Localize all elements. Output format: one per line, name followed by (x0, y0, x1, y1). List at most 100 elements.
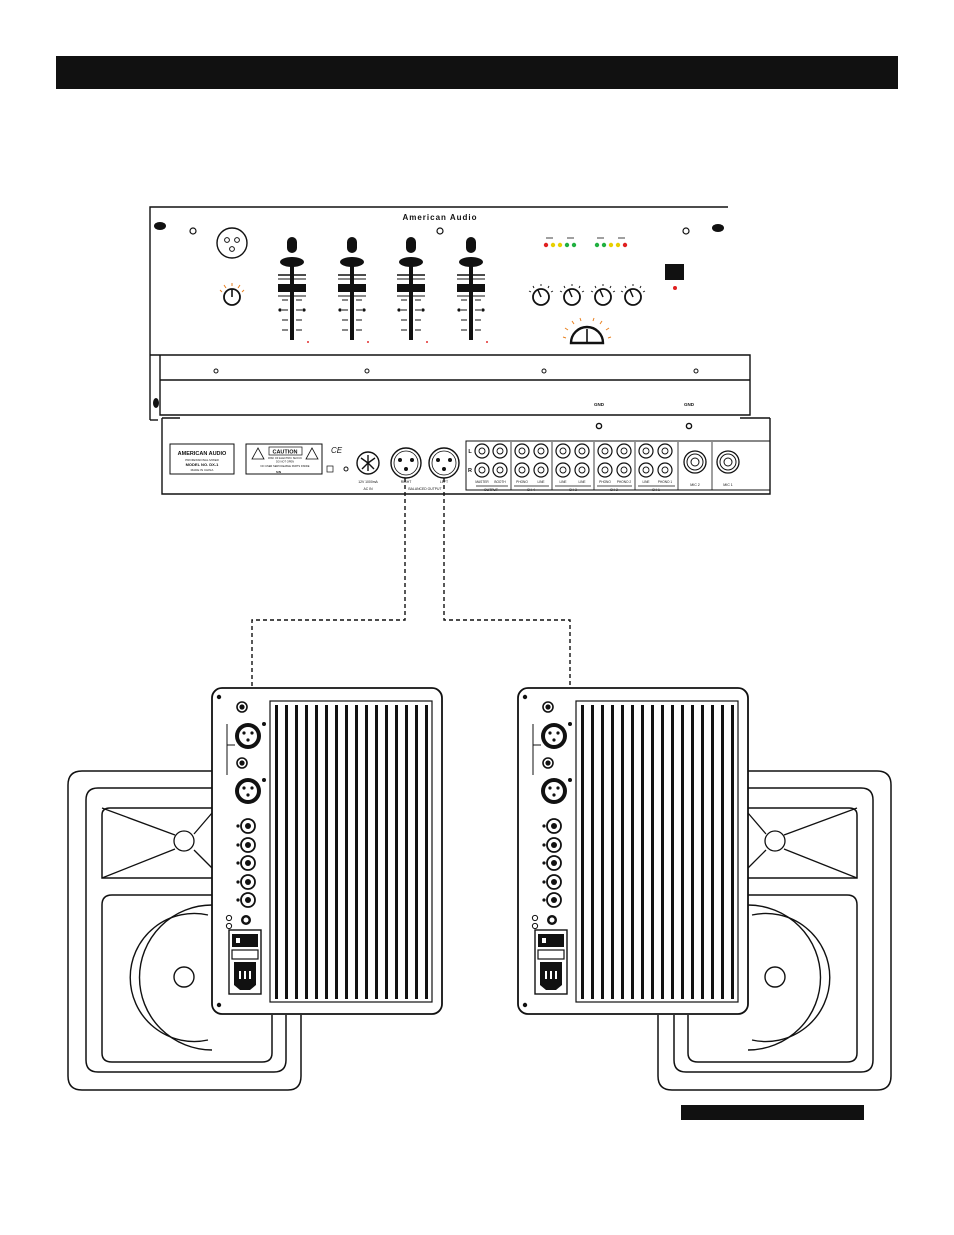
rca-jack[interactable] (574, 443, 590, 459)
caution-line2: DO NOT OPEN (276, 460, 294, 464)
rca-jack[interactable] (533, 443, 549, 459)
mixer-top-panel (149, 206, 751, 421)
rca-jack[interactable] (492, 462, 508, 478)
link-level-knob[interactable] (236, 757, 248, 769)
speaker-power-switch[interactable] (232, 934, 258, 947)
channel-fader-1[interactable] (278, 237, 309, 343)
top-mic-jack[interactable] (216, 227, 248, 259)
level-meter-left (543, 237, 577, 248)
xlr-input-jack[interactable] (235, 723, 261, 749)
rca-jack[interactable] (638, 462, 654, 478)
ac-in-label: AC IN (363, 487, 373, 491)
mic-jack-1[interactable] (716, 450, 740, 474)
rca-jack[interactable] (514, 443, 530, 459)
channel-faders (278, 237, 488, 343)
control-knob[interactable] (546, 855, 562, 871)
rca-jack[interactable] (474, 443, 490, 459)
control-knob[interactable] (546, 837, 562, 853)
rca-jack[interactable] (574, 462, 590, 478)
control-knob[interactable] (546, 874, 562, 890)
rca-label: MASTER (475, 480, 489, 484)
rca-group-labels: OUTPUT CH-4 CH-3 CH-2 CH-1 (484, 488, 660, 492)
channel-fader-3[interactable] (397, 237, 428, 343)
fuse-holder[interactable] (547, 915, 557, 925)
speaker-right (517, 687, 892, 1091)
model-label-made: MADE IN CHINA (191, 468, 214, 472)
fuse-holder[interactable] (241, 915, 251, 925)
control-knobs (542, 818, 562, 908)
channel-fader-4[interactable] (457, 237, 488, 343)
control-knob[interactable] (546, 892, 562, 908)
gnd-terminal-2[interactable] (685, 422, 693, 430)
control-knob[interactable] (240, 892, 256, 908)
link-level-knob[interactable] (542, 757, 554, 769)
channel-fader-2[interactable] (338, 237, 369, 343)
ce-mark: CE (331, 446, 343, 455)
rca-jack[interactable] (533, 462, 549, 478)
control-knob[interactable] (240, 818, 256, 834)
rca-jack[interactable] (474, 462, 490, 478)
status-led (225, 914, 233, 922)
mic-jack-2[interactable] (683, 450, 707, 474)
xlr-output-left[interactable] (428, 447, 460, 479)
warning-triangle-icon (251, 447, 265, 460)
speaker-screw (522, 694, 528, 700)
rca-jack[interactable] (492, 443, 508, 459)
level-meter-right (594, 237, 628, 248)
woofer (747, 904, 831, 1051)
eq-knob-1[interactable] (528, 284, 554, 306)
caution-label: CAUTION RISK OF ELECTRIC SHOCK DO NOT OP… (245, 443, 323, 475)
rca-group-dividers (476, 442, 713, 490)
mic-gain-knob[interactable] (219, 283, 245, 306)
speaker-screw (522, 1002, 528, 1008)
rca-jack[interactable] (657, 443, 673, 459)
iec-power-inlet[interactable] (234, 962, 256, 990)
speaker-power-switch[interactable] (538, 934, 564, 947)
xlr-output-right[interactable] (390, 447, 422, 479)
rack-screws (153, 222, 724, 408)
group-label-ch3: CH-3 (569, 488, 577, 492)
eq-knob-4[interactable] (620, 284, 646, 306)
rca-jack[interactable] (555, 462, 571, 478)
control-knob[interactable] (546, 818, 562, 834)
model-label: AMERICAN AUDIO PROFESSIONAL MIXER MODEL … (169, 443, 235, 475)
rca-label: PHONO (599, 480, 611, 484)
rca-jack[interactable] (657, 462, 673, 478)
rca-right-indicator: R (468, 468, 472, 474)
xlr-input-jack[interactable] (541, 723, 567, 749)
rca-jack[interactable] (597, 462, 613, 478)
eq-knob-3[interactable] (590, 284, 616, 306)
header-bar (56, 56, 898, 89)
input-level-knob[interactable] (236, 701, 248, 713)
gnd-label-1: GND (594, 402, 605, 407)
xlr-link-jack[interactable] (541, 778, 567, 804)
model-label-sub: PROFESSIONAL MIXER (185, 458, 219, 462)
eq-knob-2[interactable] (559, 284, 585, 306)
rca-jack[interactable] (514, 462, 530, 478)
warning-triangle-icon (305, 447, 319, 460)
master-knob[interactable] (562, 317, 612, 345)
rca-label: PHONO 1 (658, 480, 673, 484)
power-inlet-housing (228, 929, 262, 995)
group-label-ch2: CH-2 (610, 488, 618, 492)
input-level-knob[interactable] (542, 701, 554, 713)
rca-jack[interactable] (616, 462, 632, 478)
rca-jack[interactable] (638, 443, 654, 459)
control-knob[interactable] (240, 874, 256, 890)
ac-in-jack[interactable] (356, 451, 380, 475)
rca-jack[interactable] (597, 443, 613, 459)
iec-power-inlet[interactable] (540, 962, 562, 990)
xlr-right-label: RIGHT (401, 480, 412, 484)
control-knob[interactable] (240, 837, 256, 853)
rca-jack[interactable] (555, 443, 571, 459)
speaker-screw (216, 1002, 222, 1008)
caution-serial: S/N (276, 470, 281, 474)
control-knob[interactable] (240, 855, 256, 871)
speaker-left (67, 687, 443, 1091)
power-switch[interactable] (665, 264, 684, 290)
rca-jack[interactable] (616, 443, 632, 459)
panel-strip-screws (213, 368, 699, 374)
xlr-link-jack[interactable] (235, 778, 261, 804)
caution-line3: NO USER SERVICEABLE PARTS INSIDE (260, 464, 309, 468)
gnd-terminal-1[interactable] (595, 422, 603, 430)
